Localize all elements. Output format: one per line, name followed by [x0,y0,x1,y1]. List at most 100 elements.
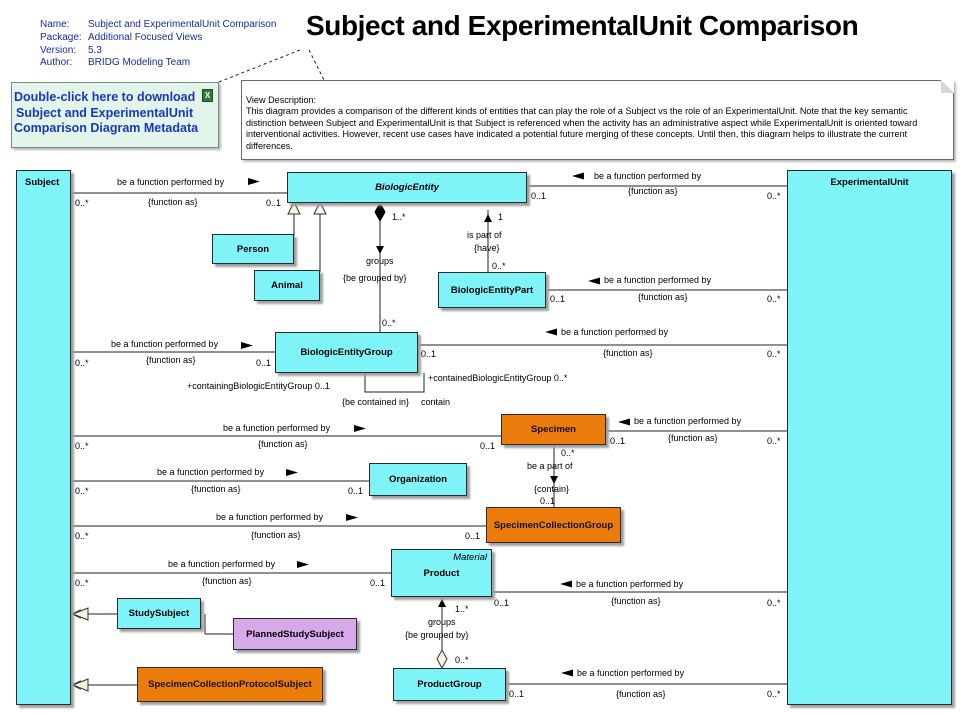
class-product-group-label: ProductGroup [417,679,482,690]
name-key: Name: [40,19,70,30]
multiplicity-label: 0..1 [421,349,437,359]
class-planned-study-subject-label: PlannedStudySubject [246,628,344,640]
role-label: +containedBiologicEntityGroup 0..* [428,373,568,383]
class-specimen[interactable]: Specimen [501,414,606,445]
class-experimental-unit[interactable]: ExperimentalUnit [787,170,952,705]
diagram-metadata: Name: Subject and ExperimentalUnit Compar… [40,19,276,70]
class-animal[interactable]: Animal [254,270,320,301]
note-body: This diagram provides a comparison of th… [246,106,918,151]
download-metadata-button[interactable]: Double-click here to download Subject an… [11,82,219,148]
role-label: groups [428,617,456,627]
class-subject-label: Subject [25,177,60,188]
role-label: {function as} [603,348,653,358]
role-label: {be contained in} [342,397,410,407]
direction-arrow [376,246,384,254]
direction-arrow [484,214,492,222]
multiplicity-label: 0..* [767,598,781,608]
note-link-line [308,49,325,81]
note-fold-corner [941,80,954,93]
class-study-subject[interactable]: StudySubject [117,598,201,629]
generalization-arrowhead [71,607,89,621]
multiplicity-label: 1..* [455,604,469,614]
multiplicity-label: 0..* [75,486,89,496]
role-label: {function as} [638,292,688,302]
role-label: {function as} [146,355,196,365]
role-label: {function as} [148,197,198,207]
multiplicity-label: 0..* [767,294,781,304]
multiplicity-label: 0..1 [465,531,481,541]
role-label: +containingBiologicEntityGroup 0..1 [187,381,330,391]
class-person-label: Person [236,243,270,255]
multiplicity-label: 0..1 [550,294,566,304]
multiplicity-label: 0..1 [266,198,282,208]
class-specimen-collection-protocol-subject[interactable]: SpecimenCollectionProtocolSubject [137,667,323,702]
diagram-title: Subject and ExperimentalUnit Comparison [306,10,859,41]
download-line-1: Double-click here to download [14,90,196,104]
role-label: be a function performed by [561,327,669,337]
class-biologic-entity-group[interactable]: BiologicEntityGroup [275,332,418,373]
multiplicity-label: 0..* [767,689,781,699]
role-label: {be grouped by} [343,273,407,283]
multiplicity-label: 0..1 [509,689,525,699]
role-label: {function as} [258,439,308,449]
role-label: {be grouped by} [405,630,469,640]
author-key: Author: [40,57,73,69]
direction-arrow [248,178,260,185]
class-organization[interactable]: Organization [369,463,467,496]
note-heading: View Description: [246,95,317,105]
role-label: be a part of [527,461,573,471]
generalization-arrowhead [71,678,89,692]
package-key: Package: [40,31,82,43]
class-product[interactable]: Material Product [391,549,492,597]
direction-arrow [572,172,584,180]
class-person[interactable]: Person [212,234,294,264]
download-line-3: Comparison Diagram Metadata [14,121,199,135]
excel-icon: X [202,89,213,102]
role-label: be a function performed by [634,416,742,426]
version-key: Version: [40,44,77,56]
generalization-arrowhead [287,200,301,215]
multiplicity-label: 0..* [75,441,89,451]
multiplicity-label: 0..* [382,318,396,328]
role-label: be a function performed by [157,467,265,477]
multiplicity-label: 1..* [392,212,406,222]
class-specimen-collection-group[interactable]: SpecimenCollectionGroup [486,507,621,543]
multiplicity-label: 0..1 [370,578,386,588]
direction-arrow [561,669,573,677]
role-label: be a function performed by [168,559,276,569]
role-label: {have} [474,243,500,253]
product-stereotype: Material [453,552,487,563]
role-label: contain [421,397,451,407]
view-description-note: View Description: This diagram provides … [241,80,954,160]
role-label: {function as} [202,576,252,586]
direction-arrow [550,476,558,484]
multiplicity-label: 0..* [767,191,781,201]
class-biologic-entity[interactable]: BiologicEntity [287,172,527,203]
role-label: be a function performed by [216,512,324,522]
multiplicity-label: 0..* [455,655,469,665]
class-product-group[interactable]: ProductGroup [393,668,506,701]
role-label: {function as} [191,484,241,494]
package-value: Additional Focused Views [88,31,203,43]
multiplicity-label: 0..1 [494,598,510,608]
class-planned-study-subject[interactable]: PlannedStudySubject [233,618,357,650]
role-label: {function as} [668,433,718,443]
role-label: be a function performed by [117,177,225,187]
direction-arrow [438,599,446,607]
direction-arrow [297,561,309,568]
role-label: be a function performed by [223,423,331,433]
direction-arrow [560,580,572,588]
class-biologic-entity-part-label: BiologicEntityPart [450,284,534,296]
composition-diamond [374,201,386,223]
role-label: {function as} [611,596,661,606]
role-label: is part of [467,230,502,240]
name-value: Subject and ExperimentalUnit Comparison [88,19,277,30]
multiplicity-label: 0..* [75,578,89,588]
class-animal-label: Animal [271,280,303,291]
role-label: be a function performed by [594,171,702,181]
direction-arrow [241,342,253,349]
class-subject[interactable]: Subject [16,170,71,705]
class-biologic-entity-part[interactable]: BiologicEntityPart [438,272,546,308]
role-label: {contain} [534,484,570,494]
